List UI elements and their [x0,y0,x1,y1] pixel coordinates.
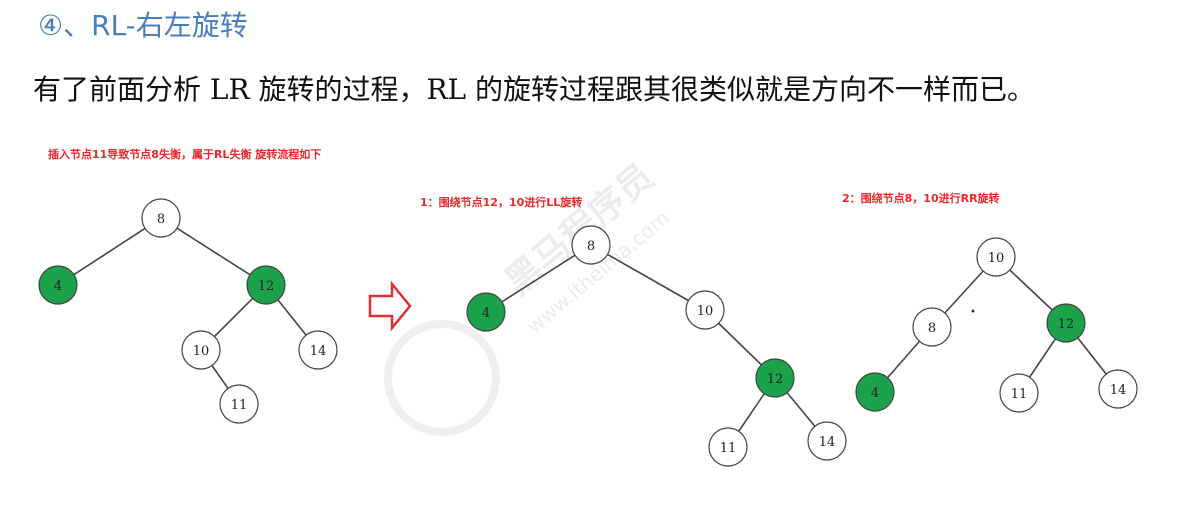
node-label: 11 [720,441,737,456]
node-circle [976,237,1016,277]
node-label: 4 [871,386,879,401]
node-circle [38,265,78,305]
node-label: 11 [1011,387,1028,402]
tree-after-rr-node-10: 10 [976,237,1016,277]
node-label: 14 [1110,383,1127,398]
tree-initial-node-12: 12 [246,265,286,305]
tree-initial-node-4: 4 [38,265,78,305]
node-circle [912,307,952,347]
caption-initial: 插入节点11导致节点8失衡，属于RL失衡 旋转流程如下 [48,148,322,161]
node-label: 4 [54,279,62,294]
node-circle [141,198,181,238]
node-label: 10 [988,251,1005,266]
caption-step2: 2：围绕节点8，10进行RR旋转 [842,192,1000,205]
tree-initial-node-10: 10 [181,330,221,370]
tree-after-ll-edge-8-4 [485,244,592,313]
node-label: 14 [819,435,836,450]
tree-after-rr-node-4: 4 [855,372,895,412]
intro-paragraph: 有了前面分析 LR 旋转的过程，RL 的旋转过程跟其很类似就是方向不一样而已。 [33,73,1036,106]
tree-after-rr-node-14: 14 [1098,369,1138,409]
tree-after-rr-node-12: 12 [1046,303,1086,343]
tree-after-ll-node-8: 8 [571,225,611,265]
node-circle [181,330,221,370]
node-circle [1046,303,1086,343]
node-label: 10 [697,304,714,319]
node-circle [755,358,795,398]
section-heading: ④、RL-右左旋转 [38,4,248,44]
node-circle [708,427,748,467]
node-label: 10 [193,344,210,359]
node-circle [1098,369,1138,409]
tree-initial-edge-8-4 [57,217,162,286]
node-circle [466,292,506,332]
tree-initial-node-14: 14 [298,330,338,370]
tree-after-ll-node-4: 4 [466,292,506,332]
tree-after-ll-node-10: 10 [685,290,725,330]
node-label: 12 [767,372,784,387]
node-circle [807,421,847,461]
node-circle [219,384,259,424]
node-circle [298,330,338,370]
node-label: 8 [587,239,595,254]
tree-after-rr-node-8: 8 [912,307,952,347]
node-label: 8 [157,212,165,227]
tree-initial-node-8: 8 [141,198,181,238]
node-label: 8 [928,321,936,336]
node-circle [855,372,895,412]
node-circle [999,373,1039,413]
tree-after-ll-node-12: 12 [755,358,795,398]
tree-after-ll-edge-8-10 [590,244,706,311]
tree-after-ll-node-11: 11 [708,427,748,467]
tree-after-rr-node-11: 11 [999,373,1039,413]
right-arrow-icon [368,280,412,332]
heading-number: ④ [38,9,64,42]
node-label: 12 [1058,317,1075,332]
heading-text: 、RL-右左旋转 [63,9,248,42]
tree-initial-node-11: 11 [219,384,259,424]
tree-initial-edge-8-12 [160,217,267,286]
node-circle [246,265,286,305]
stray-dot [971,309,975,313]
node-circle [685,290,725,330]
node-label: 12 [258,279,275,294]
tree-after-ll-node-14: 14 [807,421,847,461]
caption-step1: 1：围绕节点12，10进行LL旋转 [420,196,583,209]
node-circle [571,225,611,265]
node-label: 4 [482,306,490,321]
node-label: 11 [231,398,248,413]
node-label: 14 [310,344,327,359]
